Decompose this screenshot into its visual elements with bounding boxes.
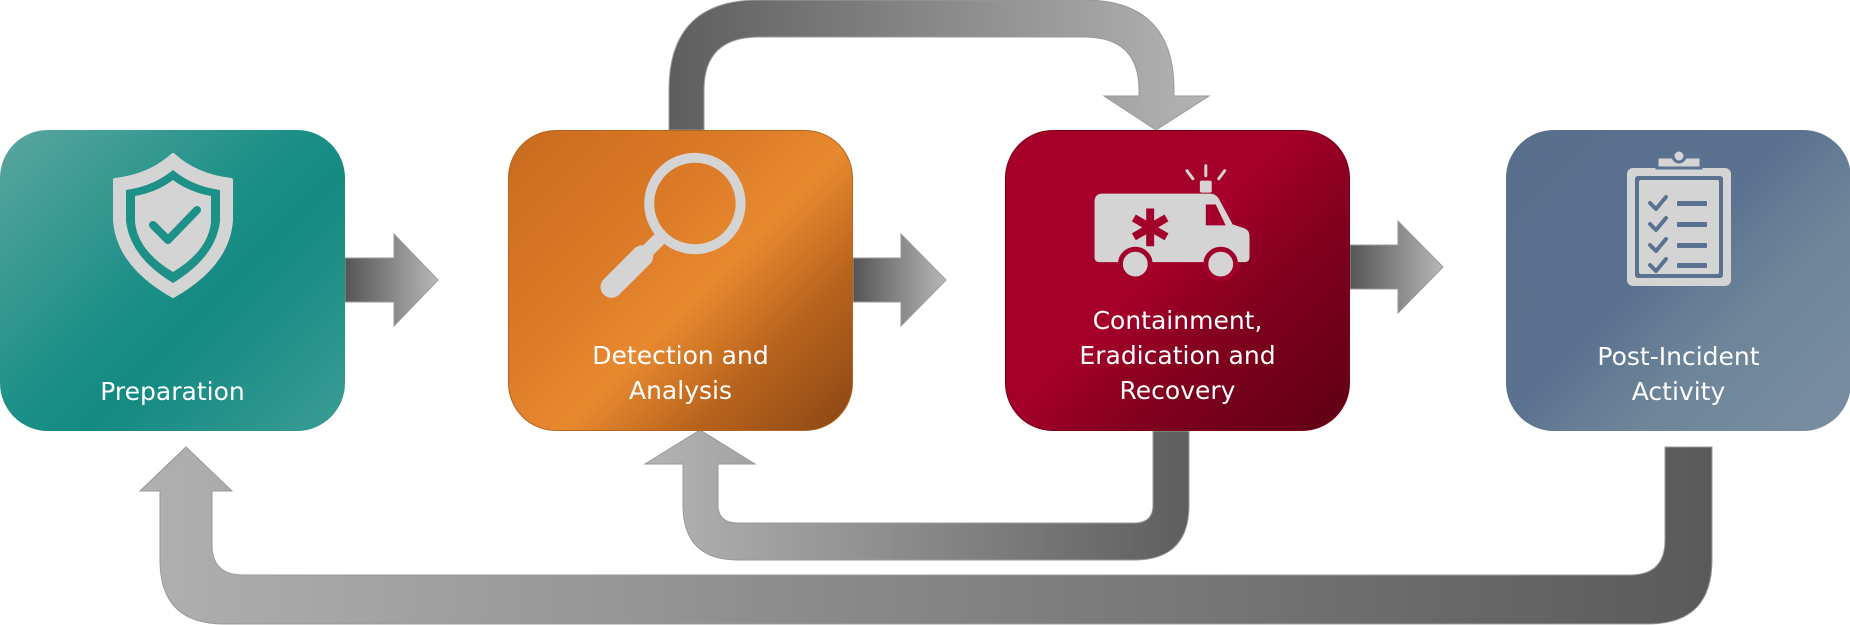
stage-label-post-incident: Post-Incident Activity: [1506, 339, 1850, 409]
shield-check-icon: [113, 153, 233, 298]
stage-label-line: Analysis: [628, 376, 732, 405]
stage-label-detection: Detection and Analysis: [509, 338, 852, 408]
forward-arrow-2: [852, 232, 947, 328]
stage-label-line: Recovery: [1119, 376, 1236, 405]
stage-box-preparation: Preparation: [0, 130, 345, 431]
clipboard-checklist-icon: [1627, 148, 1731, 286]
ambulance-icon: [1094, 164, 1250, 282]
stage-label-line: Activity: [1631, 377, 1726, 406]
stage-box-containment: Containment, Eradication and Recovery: [1005, 130, 1350, 431]
stage-box-post-incident: Post-Incident Activity: [1506, 130, 1850, 431]
stage-label-line: Eradication and: [1079, 341, 1276, 370]
stage-label-line: Post-Incident: [1597, 342, 1760, 371]
stage-label-line: Preparation: [100, 377, 245, 406]
stage-label-line: Containment,: [1092, 306, 1263, 335]
loop-arrow-top: [668, 0, 1211, 131]
loop-arrow-middle: [643, 429, 1190, 561]
loop-arrow-bottom: [138, 446, 1713, 625]
forward-arrow-1: [344, 232, 439, 328]
stage-label-preparation: Preparation: [0, 374, 345, 409]
stage-label-line: Detection and: [592, 341, 769, 370]
magnifier-icon: [600, 152, 746, 298]
stage-label-containment: Containment, Eradication and Recovery: [1006, 303, 1349, 408]
forward-arrow-3: [1349, 219, 1444, 315]
stage-box-detection: Detection and Analysis: [508, 130, 853, 431]
